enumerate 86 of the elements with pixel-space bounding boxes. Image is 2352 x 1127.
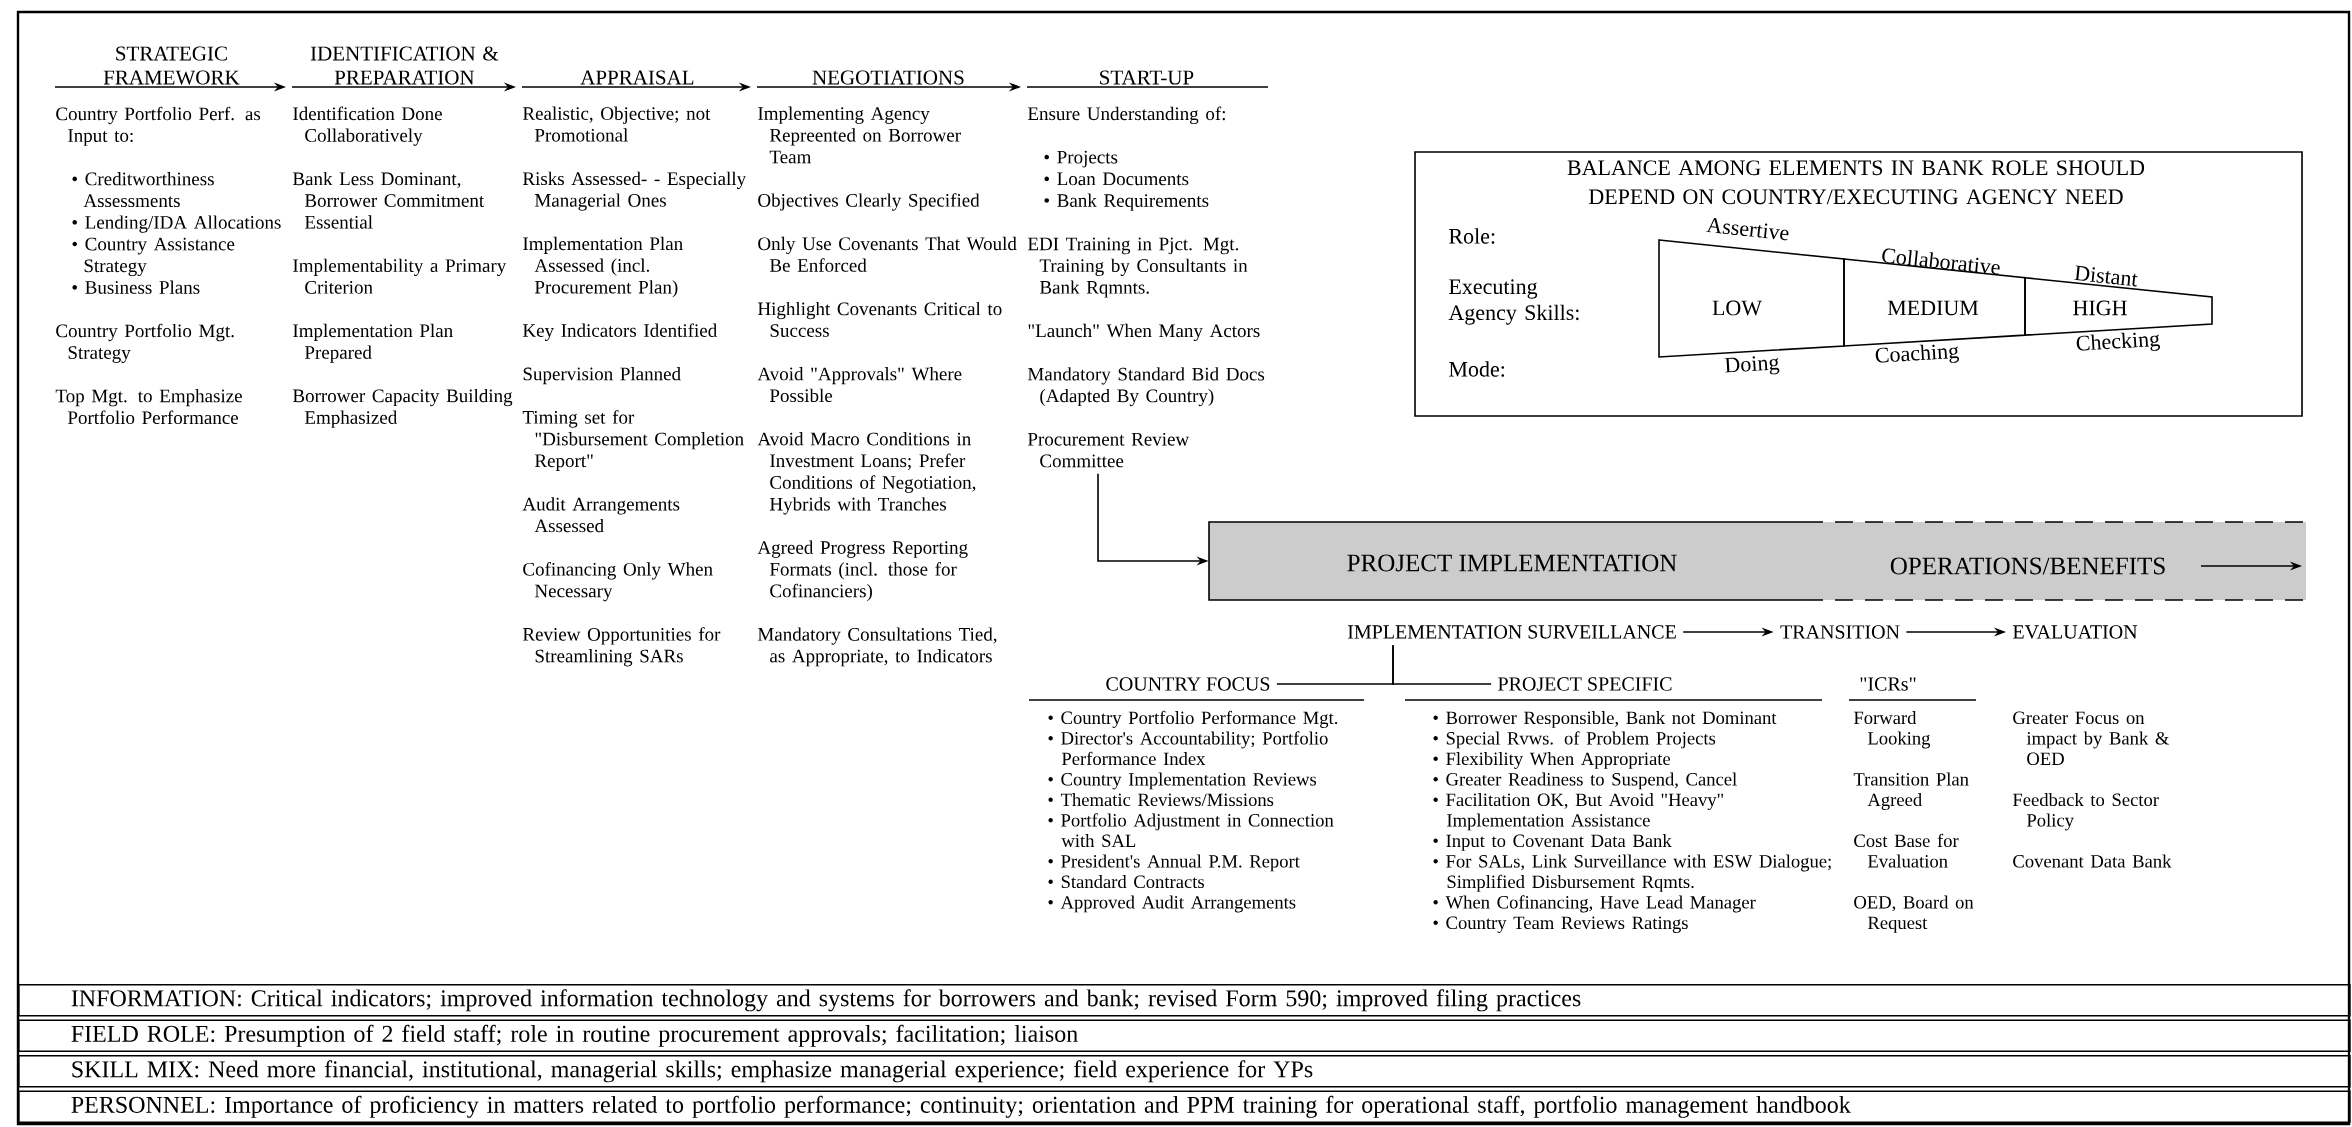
list-item: • When Cofinancing, Have Lead Manager [1433,895,1756,913]
list-item: Audit Arrangements Assessed [522,497,680,533]
list-item: Procurement Review Committee [1027,432,1190,468]
list-item: Identification Done Collaboratively [293,106,442,146]
list-item: • Projects [1044,150,1118,168]
scale-label: Collaborative [1882,248,2000,275]
column-heading: APPRAISAL [580,70,694,85]
list-item: EDI Training in Pjct. Mgt. Training by Consultants in Bank Rqmnts. [1027,237,1248,298]
list-item: • Loan Documents [1044,172,1189,186]
column-heading: IDENTIFICATION & PREPARATION [310,46,499,85]
list-item: Mandatory Consultations Tied, as Appropriate, to Indicators [757,627,997,667]
list-item: "Launch" When Many Actors [1028,323,1260,342]
column-heading: START-UP [1100,70,1194,85]
stage-heading: COUNTRY FOCUS [1106,677,1270,691]
list-item: Realistic, Objective; not Promotional [522,106,711,142]
list-item: Implementing Agency Repreented on Borrower Team [758,106,961,164]
list-item: Borrower Capacity Building Emphasized [292,388,513,428]
list-item: Greater Focus on impact by Bank & OED [2013,711,2170,766]
list-item: • Business Plans [72,280,200,294]
list-item: Key Indicators Identified [522,323,717,341]
list-item: • Flexibility When Appropriate [1433,752,1671,769]
list-item: • Special Rvws. of Problem Projects [1433,731,1716,749]
list-item: • Country Implementation Reviews [1048,772,1317,790]
scale-label: Assertive [1706,218,1789,241]
list-item: Review Opportunities for Streamlining SARs [522,627,721,667]
list-item: • Creditworthiness Assessments [72,172,214,208]
list-item: Avoid Macro Conditions in Investment Loans; Prefer Conditions of Negotiation, Hybrids with Tranches [757,432,976,515]
row-label: Executing Agency Skills: [1448,279,1579,325]
list-item: Top Mgt. to Emphasize Portfolio Performance [55,389,242,425]
list-item: • Greater Readiness to Suspend, Cancel [1433,772,1737,790]
list-item: Country Portfolio Mgt. Strategy [56,323,234,363]
list-item: Avoid "Approvals" Where Possible [757,367,962,403]
column-heading: "ICRs" [1860,677,1916,691]
stage-heading: IMPLEMENTATION SURVEILLANCE [1347,625,1676,639]
list-item: • Thematic Reviews/Missions [1048,793,1274,807]
column-heading: NEGOTIATIONS [812,70,964,85]
list-item: Highlight Covenants Critical to Success [757,301,1002,337]
list-item: Timing set for "Disbursement Completion Report" [522,410,744,471]
stage-heading: EVALUATION [2013,625,2138,639]
list-item: • Country Portfolio Performance Mgt. [1048,710,1338,728]
list-item: • Facilitation OK, But Avoid "Heavy" Implementation Assistance [1433,793,1724,831]
scale-label: Doing [1724,356,1780,375]
list-item: Agreed Progress Reporting Formats (incl. those for Cofinanciers) [757,540,968,602]
list-item: Objectives Clearly Specified [758,193,980,211]
list-item: • Standard Contracts [1048,875,1204,889]
list-item: • For SALs, Link Surveillance with ESW Dialogue; Simplified Disbursement Rqmts. [1433,854,1831,892]
list-item: • Lending/IDA Allocations [72,215,281,233]
list-item: Mandatory Standard Bid Docs (Adapted By Country) [1027,367,1265,407]
list-item: • Director's Accountability; Portfolio Performance Index [1048,731,1328,766]
list-item: • Bank Requirements [1044,193,1209,211]
list-item: Implementation Plan Prepared [293,323,453,363]
info-band: PERSONNEL: Importance of proficiency in matters related to portfolio performance; continuity; orientation and PPM training for operational staff, portfolio management handbook [18,1090,2351,1124]
list-item: Forward Looking [1853,711,1931,749]
row-label: Mode: [1449,361,1505,377]
scale-label: Coaching [1875,344,1960,363]
info-band: SKILL MIX: Need more financial, institutional, managerial skills; emphasize managerial experience; field experience for YPs [18,1055,2351,1088]
list-item: • Borrower Responsible, Bank not Dominant [1433,711,1777,728]
list-item: • Country Assistance Strategy [72,237,235,277]
list-item: Country Portfolio Perf. as Input to: [56,106,261,146]
list-item: • Approved Audit Arrangements [1048,895,1296,913]
info-band: INFORMATION: Critical indicators; improved information technology and systems for borrowers and bank; revised Form 590; improved filing practices [18,984,2351,1017]
shaded-band: PROJECT IMPLEMENTATION OPERATIONS/BENEFITS [1208,521,2307,601]
list-item: • President's Annual P.M. Report [1048,854,1300,872]
list-item: Risks Assessed- - Especially Managerial Ones [522,171,747,211]
list-item: Implementability a Primary Criterion [293,258,507,294]
list-item: Covenant Data Bank [2013,854,2172,868]
scale-label: Distant [2074,265,2138,287]
list-item: • Portfolio Adjustment in Connection with SAL [1048,813,1334,848]
column-heading: STRATEGIC FRAMEWORK [103,46,240,85]
list-item: Feedback to Sector Policy [2012,793,2159,831]
info-band: FIELD ROLE: Presumption of 2 field staff; role in routine procurement approvals; facilitation; liaison [18,1019,2351,1053]
list-item: Supervision Planned [523,367,681,385]
list-item: Transition Plan Agreed [1853,772,1969,810]
list-item: Bank Less Dominant, Borrower Commitment Essential [292,171,485,229]
list-item: Ensure Understanding of: [1027,106,1225,125]
stage-heading: TRANSITION [1780,625,1900,639]
list-item: Only Use Covenants That Would Be Enforced [758,236,1017,272]
stage-heading: PROJECT SPECIFIC [1498,677,1672,691]
list-item: • Country Team Reviews Ratings [1433,916,1688,933]
row-label: Role: [1449,228,1495,244]
list-item: Cofinancing Only When Necessary [523,562,713,602]
list-item: Cost Base for Evaluation [1854,833,1959,868]
list-item: Implementation Plan Assessed (incl. Procurement Plan) [523,236,683,298]
list-item: • Input to Covenant Data Bank [1433,834,1672,851]
scale-label: Checking [2076,332,2161,351]
list-item: OED, Board on Request [1854,895,1974,933]
